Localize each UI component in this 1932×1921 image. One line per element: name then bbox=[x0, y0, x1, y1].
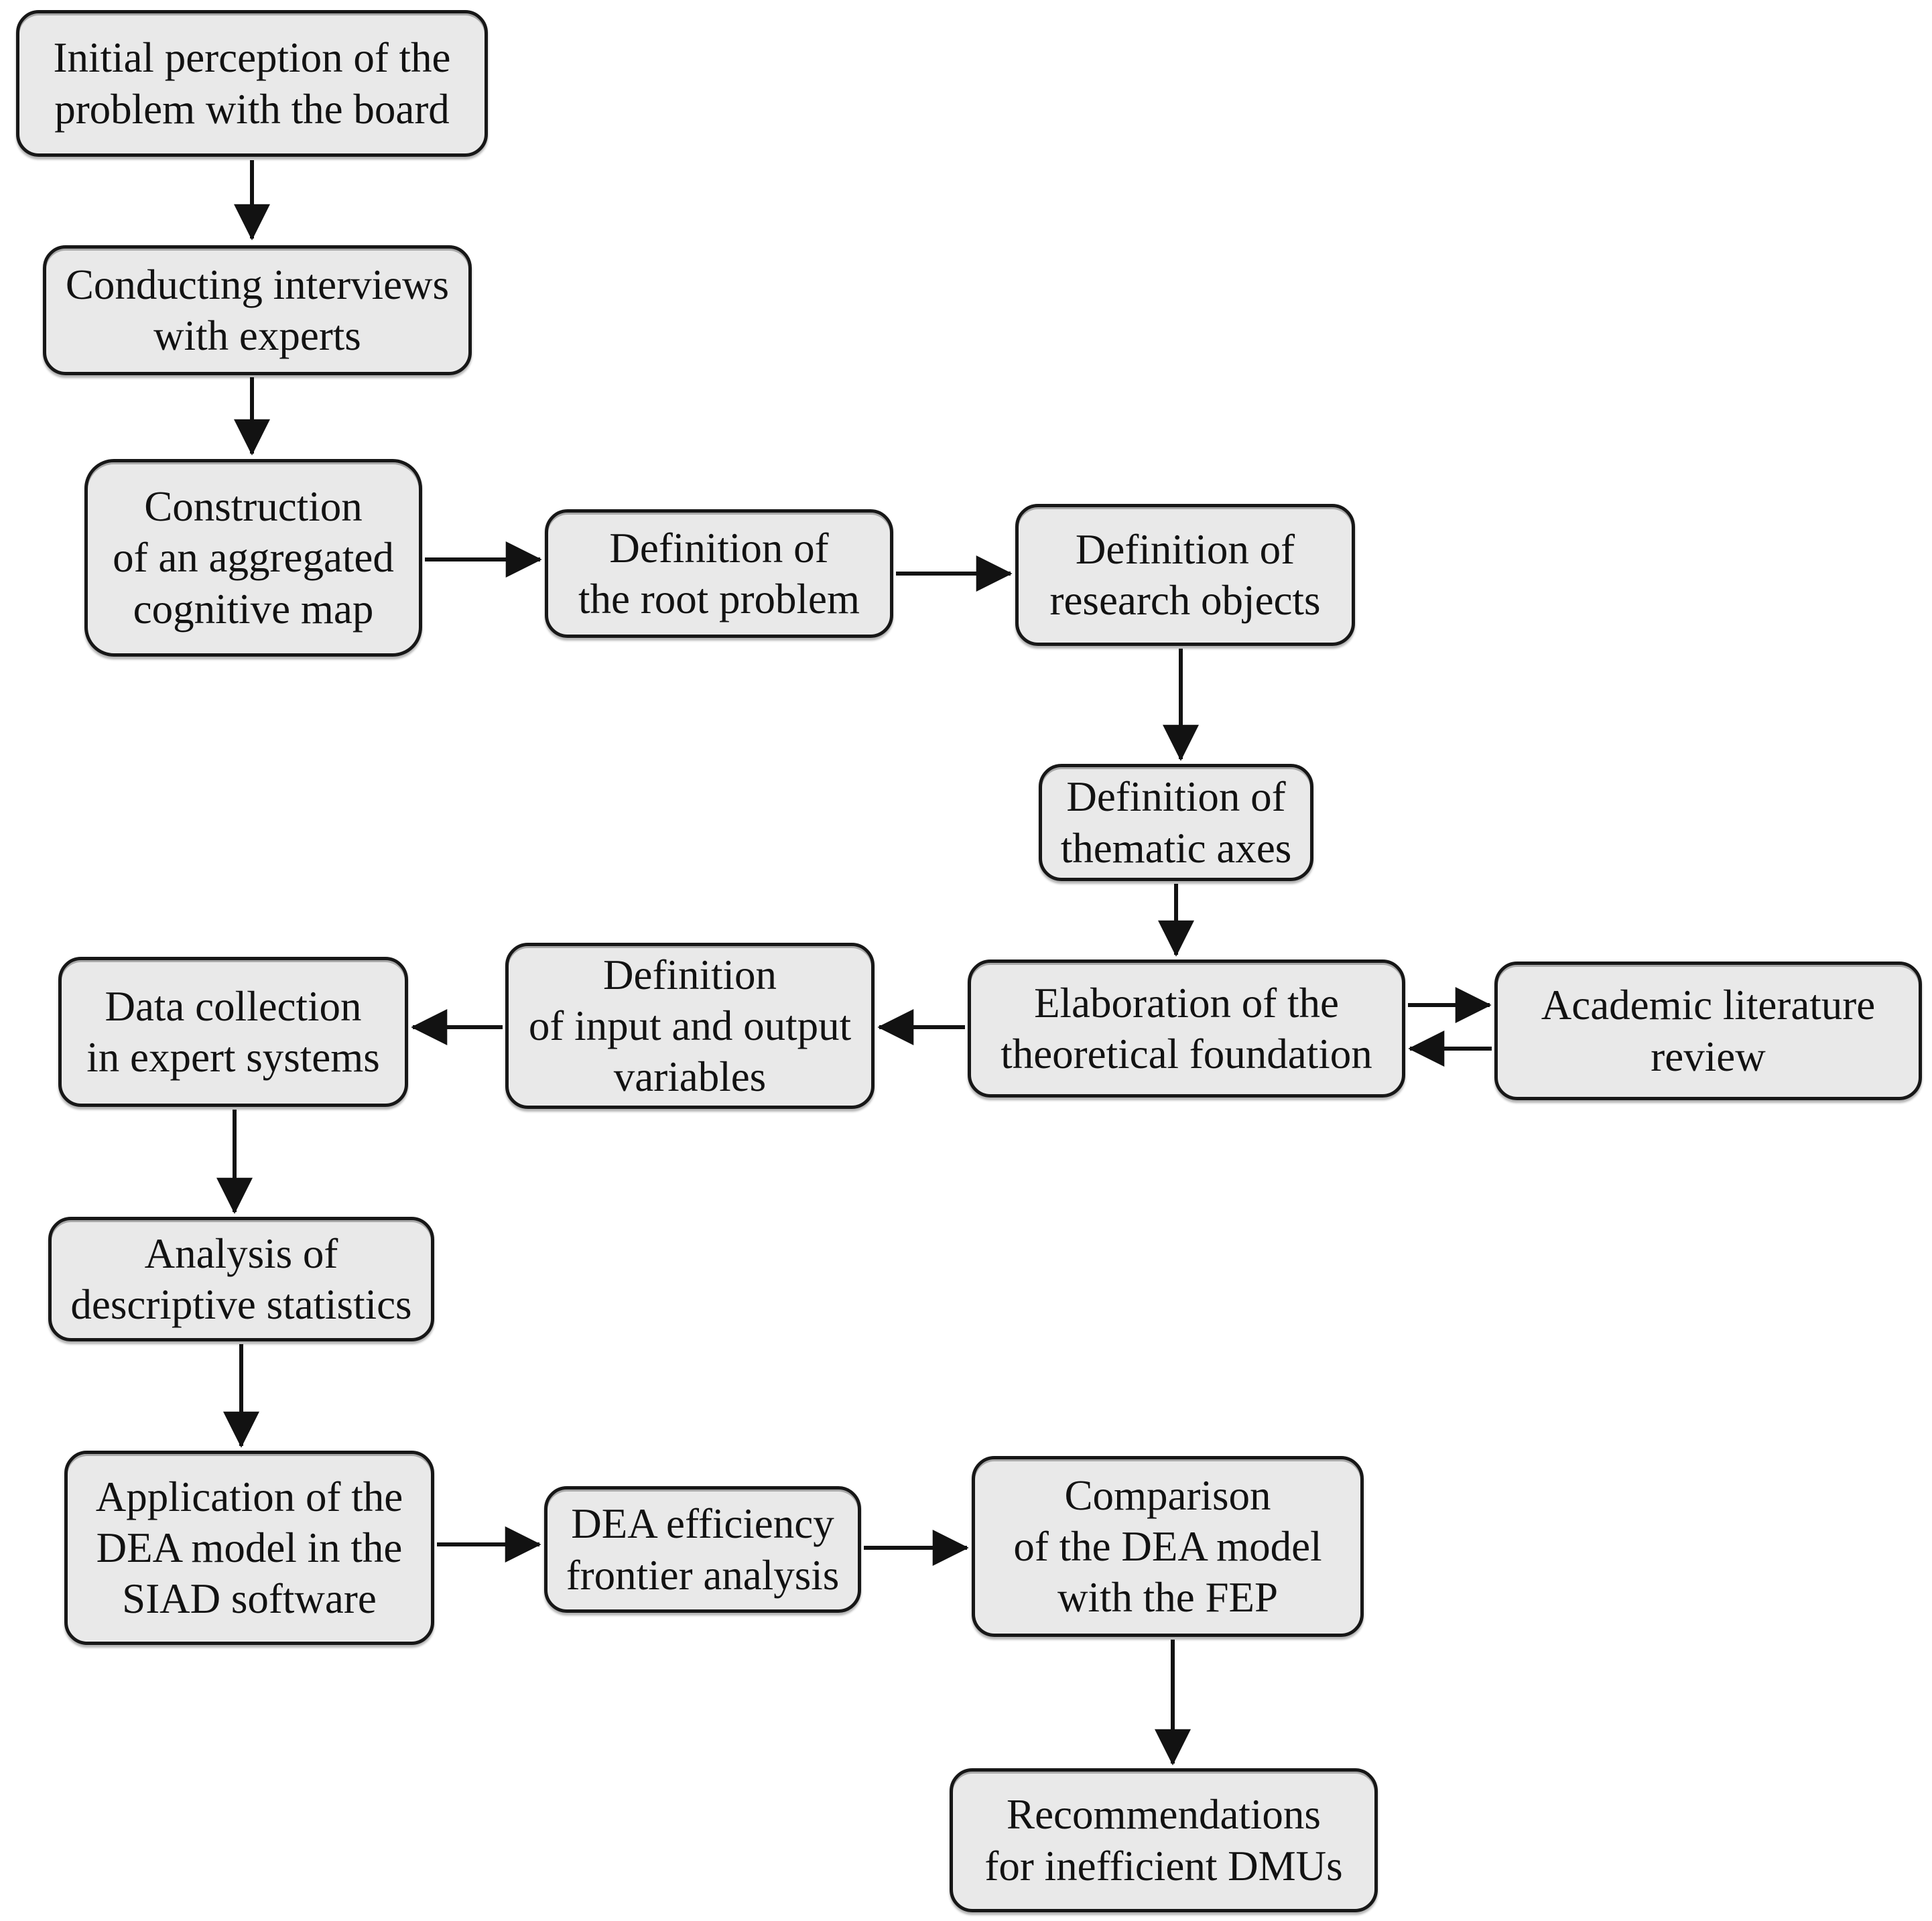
node-conducting-interviews: Conducting interviews with experts bbox=[43, 245, 472, 375]
node-label: Analysis of descriptive statistics bbox=[70, 1230, 412, 1328]
node-elaboration-theoretical-foundation: Elaboration of the theoretical foundatio… bbox=[968, 959, 1405, 1098]
node-label: Definition of input and output variables bbox=[528, 951, 852, 1101]
node-label: Data collection in expert systems bbox=[86, 982, 380, 1081]
node-comparison-dea-model-fep: Comparison of the DEA model with the FEP bbox=[972, 1456, 1364, 1637]
node-construction-cognitive-map: Construction of an aggregated cognitive … bbox=[84, 459, 422, 657]
node-label: Definition of the root problem bbox=[578, 524, 860, 622]
node-label: Application of the DEA model in the SIAD… bbox=[95, 1473, 403, 1623]
node-definition-thematic-axes: Definition of thematic axes bbox=[1039, 764, 1313, 881]
node-label: Construction of an aggregated cognitive … bbox=[113, 483, 394, 633]
node-analysis-descriptive-statistics: Analysis of descriptive statistics bbox=[48, 1217, 434, 1341]
node-data-collection-expert-systems: Data collection in expert systems bbox=[58, 957, 408, 1107]
node-label: Definition of research objects bbox=[1049, 525, 1321, 624]
node-recommendations-inefficient-dmus: Recommendations for inefficient DMUs bbox=[950, 1768, 1378, 1912]
node-label: Conducting interviews with experts bbox=[65, 261, 450, 359]
node-label: Academic literature review bbox=[1541, 982, 1876, 1080]
node-definition-input-output-variables: Definition of input and output variables bbox=[505, 943, 875, 1109]
node-label: Recommendations for inefficient DMUs bbox=[984, 1791, 1343, 1890]
node-label: Definition of thematic axes bbox=[1060, 773, 1292, 872]
node-label: Comparison of the DEA model with the FEP bbox=[1013, 1471, 1322, 1621]
node-definition-root-problem: Definition of the root problem bbox=[545, 509, 893, 638]
node-dea-efficiency-frontier-analysis: DEA efficiency frontier analysis bbox=[544, 1486, 861, 1613]
node-definition-research-objects: Definition of research objects bbox=[1015, 504, 1355, 646]
node-initial-perception: Initial perception of the problem with t… bbox=[16, 10, 488, 157]
node-application-dea-model-siad: Application of the DEA model in the SIAD… bbox=[64, 1451, 434, 1645]
node-academic-literature-review: Academic literature review bbox=[1494, 962, 1922, 1100]
node-label: DEA efficiency frontier analysis bbox=[566, 1500, 840, 1599]
node-label: Initial perception of the problem with t… bbox=[53, 34, 451, 133]
node-label: Elaboration of the theoretical foundatio… bbox=[1001, 979, 1372, 1077]
